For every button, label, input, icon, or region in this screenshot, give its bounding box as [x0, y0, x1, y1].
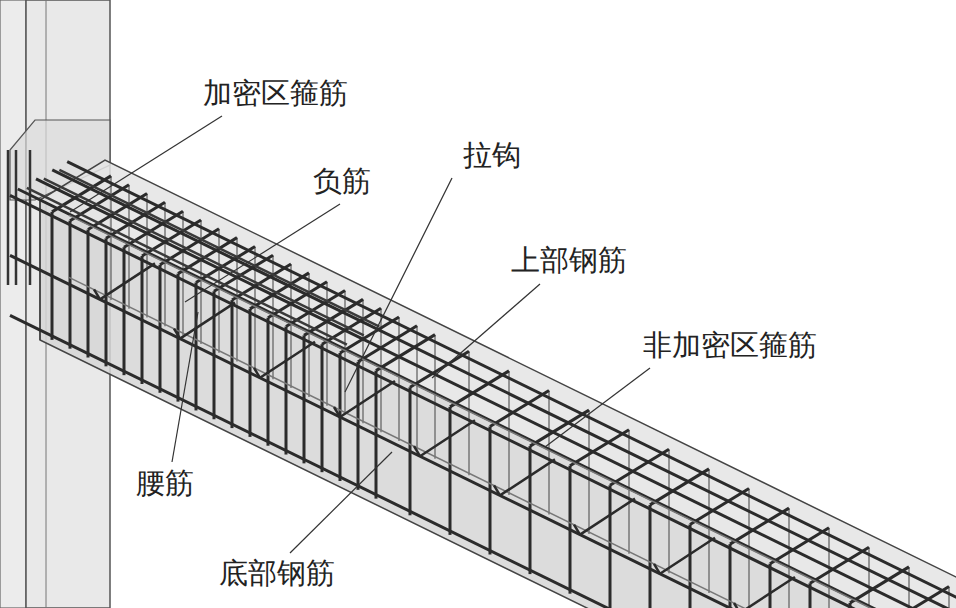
stirrup: [649, 505, 652, 608]
tie-hook: [500, 459, 555, 495]
column-bar: [7, 150, 10, 285]
leader-line: [545, 368, 650, 447]
front-bar: [10, 315, 956, 608]
tie-hook: [580, 499, 635, 535]
leader-line: [70, 116, 222, 212]
back-waist-bar: [69, 215, 956, 608]
stirrup-back: [708, 469, 710, 593]
negative-bar: [27, 188, 347, 345]
stirrup: [729, 544, 732, 608]
stirrup-back: [788, 508, 790, 608]
part-label: 腰筋: [133, 466, 197, 501]
tie-hook-end: [334, 407, 340, 417]
leader-line: [290, 452, 392, 553]
back-bottom-bar: [69, 277, 956, 608]
part-label: 拉钩: [460, 138, 524, 173]
tie-hook-end: [654, 564, 660, 574]
tie-hook: [740, 577, 795, 608]
leader-line: [185, 204, 340, 302]
tie-hook: [180, 303, 235, 339]
part-label: 负筋: [310, 164, 374, 199]
tie-hook-end: [574, 525, 580, 535]
tie-hook: [260, 342, 315, 378]
tie-hook: [660, 538, 715, 574]
tie-hook: [100, 263, 155, 299]
tie-hook-end: [414, 446, 420, 456]
column-edge: [0, 0, 26, 608]
leader-line: [432, 284, 540, 378]
leader-line: [172, 312, 198, 462]
stirrup-back: [508, 371, 510, 495]
top-bar: [67, 162, 956, 608]
negative-bar: [44, 179, 364, 336]
beam: [8, 150, 956, 608]
stirrup: [769, 564, 772, 608]
tie-hook-end: [734, 603, 740, 608]
tie-hook: [420, 420, 475, 456]
top-bar: [52, 170, 956, 608]
tie-hook-end: [94, 289, 100, 299]
part-label: 非加密区箍筋: [640, 328, 820, 363]
tie-hook-end: [494, 485, 500, 495]
stirrup-back: [468, 351, 470, 475]
stirrup-back: [588, 410, 590, 534]
stirrup: [689, 525, 692, 608]
tie-hook-end: [174, 329, 180, 339]
stirrup-back: [668, 449, 670, 573]
stirrup-back: [948, 587, 950, 608]
part-label: 上部钢筋: [508, 243, 630, 278]
stirrup-back: [628, 430, 630, 554]
tie-hook-end: [254, 368, 260, 378]
stirrup-back: [434, 335, 436, 459]
part-label: 加密区箍筋: [200, 76, 351, 111]
part-label: 底部钢筋: [216, 556, 338, 591]
stirrup-back: [548, 391, 550, 515]
leader-line: [345, 178, 452, 392]
front-bar: [10, 255, 956, 608]
stirrup: [609, 485, 612, 608]
column-bar: [15, 150, 18, 285]
